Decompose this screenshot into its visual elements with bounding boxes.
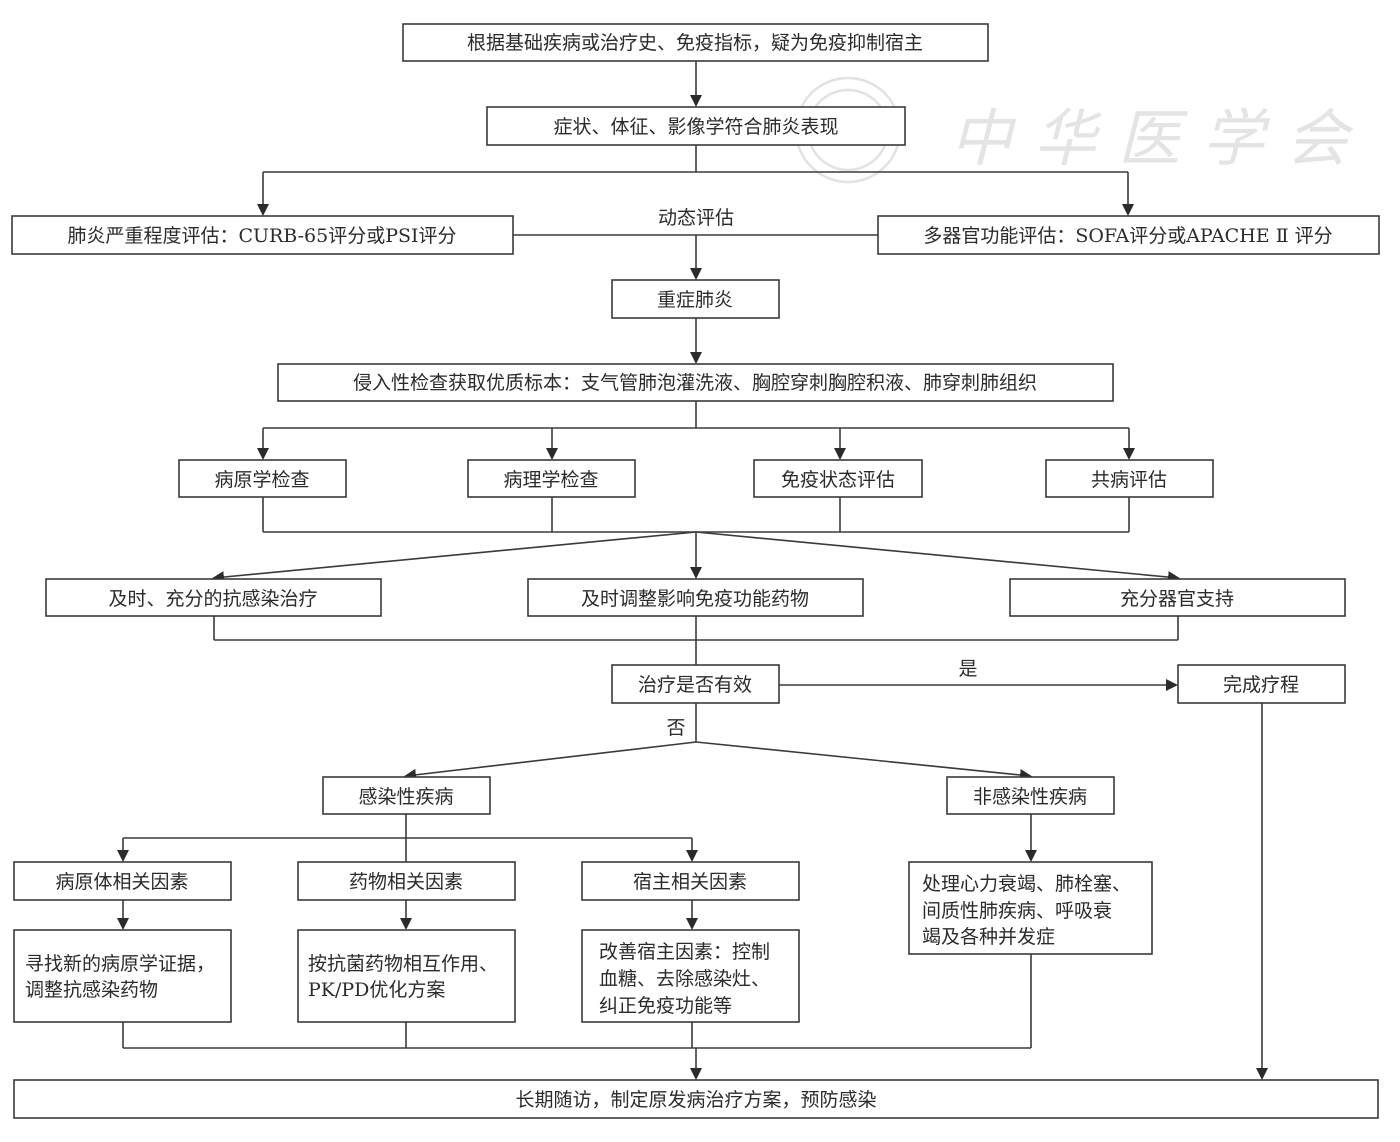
node-pathogen-factor-label: 病原体相关因素 (55, 871, 188, 893)
node-drug-action-line-1: 按抗菌药物相互作用、 (308, 953, 498, 975)
node-complete: 完成疗程 (1177, 664, 1346, 704)
arrow-to-infectious (404, 741, 697, 781)
node-host-action-line-1: 改善宿主因素：控制 (599, 941, 770, 963)
node-severe-label: 重症肺炎 (657, 289, 733, 311)
node-immune: 免疫状态评估 (753, 459, 923, 498)
watermark: 中华医学会 (794, 76, 1370, 184)
node-infectious: 感染性疾病 (322, 776, 491, 815)
node-pathogen-action-line-2: 调整抗感染药物 (25, 979, 158, 1001)
node-severity: 肺炎严重程度评估：CURB-65评分或PSI评分 (11, 215, 514, 255)
node-effective: 治疗是否有效 (611, 664, 780, 704)
node-pathogen-action-line-1: 寻找新的病原学证据， (25, 953, 215, 975)
node-invasive-label: 侵入性检查获取优质标本：支气管肺泡灌洗液、胸腔穿刺胸腔积液、肺穿刺肺组织 (353, 372, 1037, 394)
node-drug-action: 按抗菌药物相互作用、 PK/PD优化方案 (297, 929, 516, 1023)
node-severe: 重症肺炎 (611, 279, 780, 319)
node-suspect: 根据基础疾病或治疗史、免疫指标，疑为免疫抑制宿主 (402, 23, 989, 62)
node-pathogen-action: 寻找新的病原学证据， 调整抗感染药物 (13, 929, 232, 1023)
node-host-factor-label: 宿主相关因素 (633, 871, 747, 893)
label-yes: 是 (958, 658, 977, 680)
node-organsupport: 充分器官支持 (1009, 578, 1346, 617)
node-pathogen-factor: 病原体相关因素 (13, 861, 232, 901)
node-etiology-label: 病原学检查 (214, 469, 309, 491)
watermark-text: 中华医学会 (950, 102, 1370, 175)
arrow-to-organsupport (695, 531, 1180, 584)
node-severity-label: 肺炎严重程度评估：CURB-65评分或PSI评分 (67, 225, 456, 247)
arrow-to-noninfectious (695, 741, 1032, 781)
node-noninf-action-line-2: 间质性肺疾病、呼吸衰 (922, 900, 1112, 922)
node-pneumonia: 症状、体征、影像学符合肺炎表现 (486, 106, 906, 146)
node-adjust: 及时调整影响免疫功能药物 (527, 578, 864, 617)
node-adjust-label: 及时调整影响免疫功能药物 (581, 588, 809, 610)
node-organ-label: 多器官功能评估：SOFA评分或APACHE Ⅱ 评分 (923, 225, 1332, 247)
node-pathology-label: 病理学检查 (503, 469, 598, 491)
node-comorbid-label: 共病评估 (1091, 469, 1167, 491)
node-noninf-action-line-3: 竭及各种并发症 (922, 926, 1055, 948)
node-immune-label: 免疫状态评估 (781, 469, 895, 491)
node-suspect-label: 根据基础疾病或治疗史、免疫指标，疑为免疫抑制宿主 (467, 32, 923, 54)
node-followup: 长期随访，制定原发病治疗方案，预防感染 (13, 1079, 1379, 1119)
label-dynamic-assessment: 动态评估 (658, 207, 734, 229)
node-comorbid: 共病评估 (1045, 459, 1214, 498)
arrow-to-antiinfect (212, 531, 697, 584)
node-complete-label: 完成疗程 (1223, 674, 1299, 696)
node-drug-factor-label: 药物相关因素 (349, 871, 463, 893)
node-host-action-line-3: 纠正免疫功能等 (599, 995, 732, 1017)
node-infectious-label: 感染性疾病 (358, 786, 453, 808)
node-host-factor: 宿主相关因素 (581, 861, 800, 901)
node-invasive: 侵入性检查获取优质标本：支气管肺泡灌洗液、胸腔穿刺胸腔积液、肺穿刺肺组织 (277, 363, 1114, 402)
node-effective-label: 治疗是否有效 (638, 674, 752, 696)
node-antiinfect-label: 及时、充分的抗感染治疗 (108, 588, 317, 610)
label-no: 否 (666, 717, 685, 739)
node-pathology: 病理学检查 (467, 459, 636, 498)
node-antiinfect: 及时、充分的抗感染治疗 (45, 578, 382, 617)
node-etiology: 病原学检查 (178, 459, 347, 498)
node-noninf-action: 处理心力衰竭、肺栓塞、 间质性肺疾病、呼吸衰 竭及各种并发症 (908, 861, 1153, 955)
node-followup-label: 长期随访，制定原发病治疗方案，预防感染 (515, 1089, 876, 1111)
node-organ: 多器官功能评估：SOFA评分或APACHE Ⅱ 评分 (877, 215, 1380, 255)
node-drug-factor: 药物相关因素 (297, 861, 516, 901)
node-host-action: 改善宿主因素：控制 血糖、去除感染灶、 纠正免疫功能等 (581, 929, 800, 1023)
node-host-action-line-2: 血糖、去除感染灶、 (599, 968, 770, 990)
node-drug-action-line-2: PK/PD优化方案 (308, 979, 445, 1001)
node-noninfectious-label: 非感染性疾病 (973, 786, 1087, 808)
node-pneumonia-label: 症状、体征、影像学符合肺炎表现 (553, 116, 838, 138)
node-organsupport-label: 充分器官支持 (1120, 588, 1234, 610)
connectors (117, 61, 1268, 1080)
node-noninfectious: 非感染性疾病 (946, 776, 1115, 815)
node-noninf-action-line-1: 处理心力衰竭、肺栓塞、 (922, 873, 1131, 895)
